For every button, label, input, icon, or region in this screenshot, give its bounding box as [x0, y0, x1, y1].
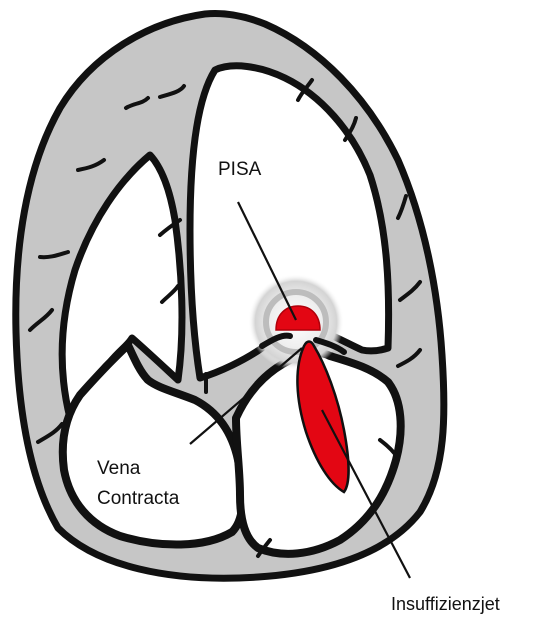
regurgitant-jet-label: Insuffizienzjet — [391, 592, 500, 616]
vena-contracta-label-line2: Contracta — [97, 487, 179, 511]
vena-contracta-label-line1: Vena — [97, 457, 140, 481]
pisa-label: PISA — [218, 158, 261, 182]
